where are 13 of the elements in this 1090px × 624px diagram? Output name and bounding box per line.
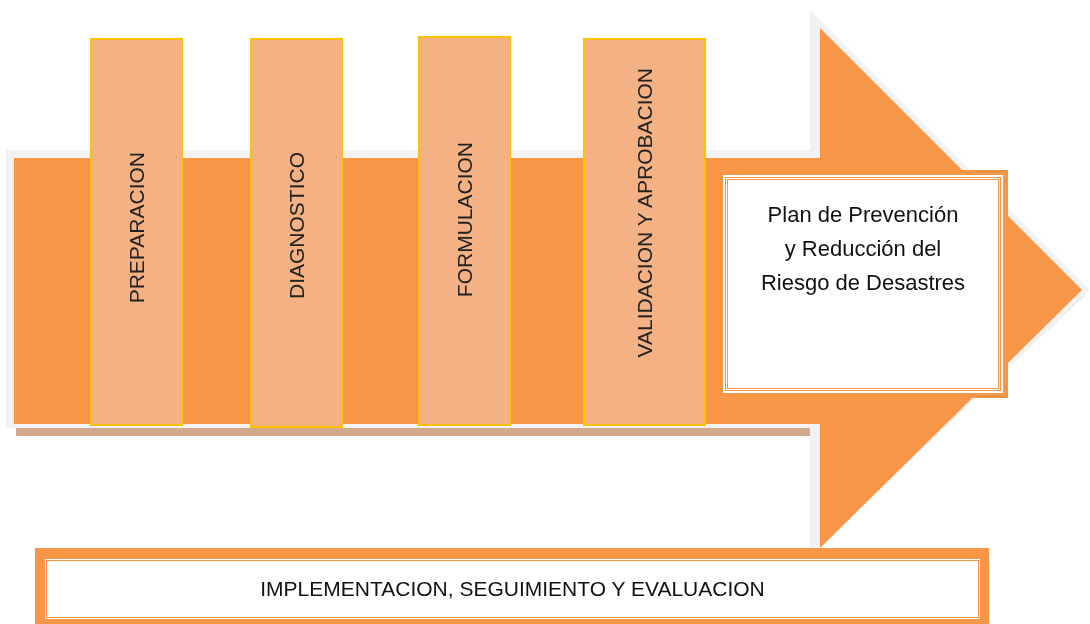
phase-label: VALIDACION Y APROBACION — [632, 68, 657, 358]
phase-bar — [250, 38, 343, 428]
process-arrow — [6, 10, 1090, 548]
phase-bar — [418, 36, 511, 426]
process-band — [35, 548, 989, 624]
result-text: Plan de Prevención y Reducción del Riesgo de Desastres — [759, 201, 967, 297]
band-text: IMPLEMENTACION, SEGUIMIENTO Y EVALUACION — [260, 577, 765, 601]
phase-label: FORMULACION — [452, 142, 477, 298]
phase-label: PREPARACION — [124, 152, 149, 304]
result-box — [725, 177, 1001, 391]
phase-label: DIAGNOSTICO — [284, 152, 309, 299]
phase-bar — [583, 38, 706, 426]
phase-bar — [90, 38, 183, 426]
